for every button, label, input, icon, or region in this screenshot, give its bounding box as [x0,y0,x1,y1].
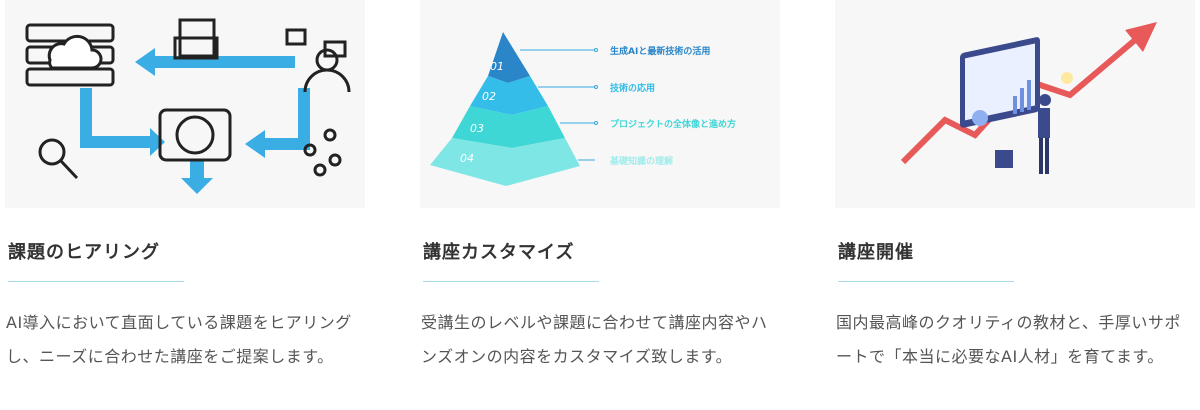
growth-chart-icon [900,22,1157,174]
pyramid-layer-4 [430,138,580,186]
pyramid-chart: 01 02 03 04 生成AIと最新技術の活用 技術の応用 プロジェクトの全体… [430,32,736,186]
title-underline [8,281,184,282]
card-body: AI導入において直面している課題をヒアリングし、ニーズに合わせた講座をご提案しま… [6,313,352,366]
pyramid-layer-2 [470,76,548,115]
layer-number: 01 [490,60,504,73]
workflow-illustration [5,0,365,208]
pyramid-illustration: 01 02 03 04 生成AIと最新技術の活用 技術の応用 プロジェクトの全体… [420,0,780,208]
card-hearing: 課題のヒアリング AI導入において直面している課題をヒアリングし、ニーズに合わせ… [5,0,367,366]
title-underline [423,281,599,282]
workflow-icon [25,18,351,194]
layer-label: 生成AIと最新技術の活用 [610,45,710,57]
card-title: 課題のヒアリング [8,242,160,263]
title-underline [838,281,1014,282]
card-body: 国内最高峰のクオリティの教材と、手厚いサポートで「本当に必要なAI人材」を育てま… [836,313,1181,366]
layer-number: 04 [460,152,474,165]
layer-label: 技術の応用 [610,82,655,94]
pyramid-layer-3 [452,106,565,148]
pyramid-layer-1 [488,32,530,83]
card-customize: 01 02 03 04 生成AIと最新技術の活用 技術の応用 プロジェクトの全体… [420,0,782,366]
layer-number: 02 [482,90,496,103]
card-body: 受講生のレベルや課題に合わせて講座内容やハンズオンの内容をカスタマイズ致します。 [421,313,768,366]
card-title: 講座開催 [838,242,914,263]
growth-illustration [835,0,1195,208]
card-title: 講座カスタマイズ [423,242,575,263]
card-course: 講座開催 国内最高峰のクオリティの教材と、手厚いサポートで「本当に必要なAI人材… [835,0,1197,366]
layer-number: 03 [470,122,484,135]
layer-label: 基礎知識の理解 [609,155,673,167]
layer-label: プロジェクトの全体像と進め方 [610,118,736,130]
